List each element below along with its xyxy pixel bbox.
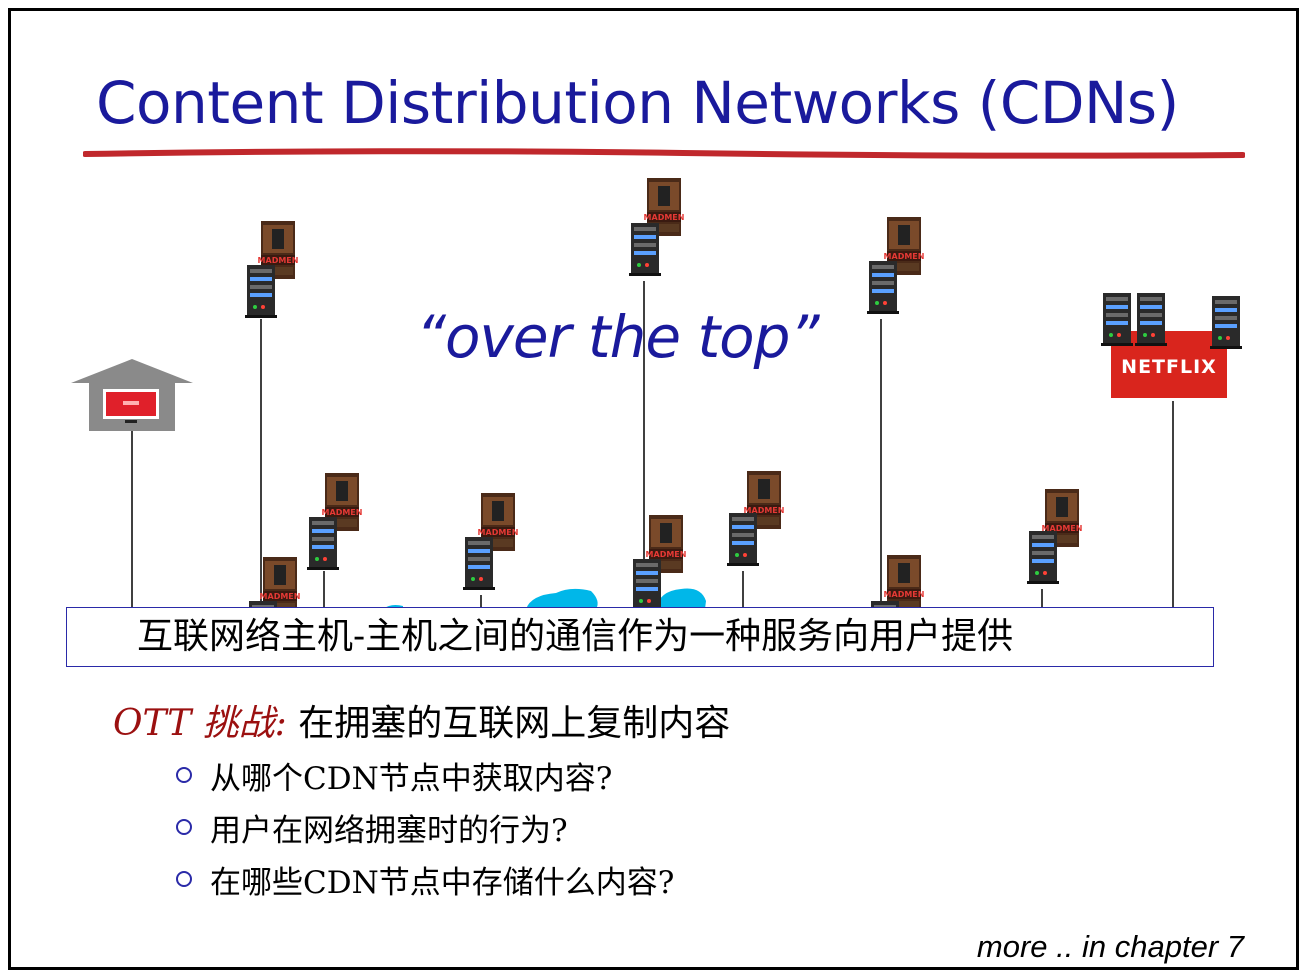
title-underline xyxy=(83,148,1245,159)
footer-note: more .. in chapter 7 xyxy=(976,929,1244,964)
network-links xyxy=(131,281,1174,609)
challenge-text: 在拥塞的互联网上复制内容 xyxy=(298,703,731,744)
netflix-datacenter: NETFLIX xyxy=(1101,293,1242,398)
netflix-logo: NETFLIX xyxy=(1121,356,1217,378)
over-the-top-label: “over the top” xyxy=(416,303,820,371)
slide-frame: Content Distribution Networks (CDNs) MAD… xyxy=(8,8,1299,970)
house-with-tv-icon xyxy=(71,359,193,431)
cdn-node xyxy=(463,493,519,590)
cdn-node xyxy=(867,217,925,314)
challenge-bullets: 从哪个CDN节点中获取内容? 用户在网络拥塞时的行为? 在哪些CDN节点中存储什… xyxy=(176,749,674,905)
list-item: 在哪些CDN节点中存储什么内容? xyxy=(176,853,674,905)
challenge-label: OTT 挑战: xyxy=(113,703,287,744)
service-banner: 互联网络主机-主机之间的通信作为一种服务向用户提供 xyxy=(66,607,1214,667)
cdn-node xyxy=(245,221,299,318)
cdn-node xyxy=(629,178,685,276)
cloud-icon xyxy=(383,588,706,609)
bullet-text: 在哪些CDN节点中存储什么内容? xyxy=(210,864,675,901)
cdn-node xyxy=(1027,489,1083,584)
cdn-node xyxy=(727,471,785,566)
slide-title: Content Distribution Networks (CDNs) xyxy=(96,69,1179,137)
bullet-text: 用户在网络拥塞时的行为? xyxy=(210,812,568,849)
list-item: 用户在网络拥塞时的行为? xyxy=(176,801,674,853)
ott-challenge: OTT 挑战: 在拥塞的互联网上复制内容 xyxy=(113,694,730,746)
bullet-text: 从哪个CDN节点中获取内容? xyxy=(210,760,613,797)
circle-bullet-icon xyxy=(176,767,192,783)
circle-bullet-icon xyxy=(176,819,192,835)
list-item: 从哪个CDN节点中获取内容? xyxy=(176,749,674,801)
cdn-node xyxy=(307,473,363,570)
cdn-network-diagram: MADMEN xyxy=(71,178,1242,654)
circle-bullet-icon xyxy=(176,871,192,887)
